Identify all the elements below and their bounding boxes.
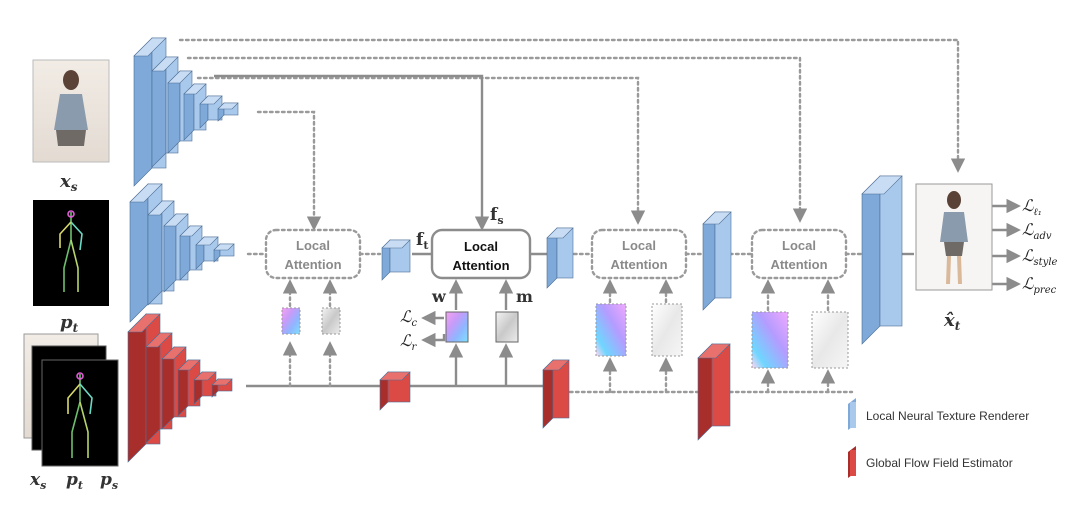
legend-estimator-swatch xyxy=(848,446,856,478)
legend-renderer-swatch xyxy=(848,398,856,430)
loss-prec: ℒprec xyxy=(1022,274,1057,296)
stack-label-ps: ps xyxy=(100,470,118,492)
legend-renderer-label: Local Neural Texture Renderer xyxy=(866,409,1029,423)
decoder-block-1 xyxy=(546,227,574,289)
svg-text:Attention: Attention xyxy=(452,258,509,273)
mask-center xyxy=(495,311,519,343)
svg-text:Local: Local xyxy=(296,238,330,253)
local-attention-center: Local Attention xyxy=(430,228,532,280)
w-label: w xyxy=(431,287,447,306)
flow-estimator-encoder xyxy=(127,313,233,463)
source-encoder xyxy=(133,37,239,187)
loss-l1: ℒℓ₁ xyxy=(1022,196,1042,218)
source-image-label: xs xyxy=(59,171,78,194)
decoder-block-2 xyxy=(702,211,732,311)
m-label: m xyxy=(516,287,533,306)
local-attention-3: Local Attention xyxy=(590,228,688,280)
flow-block-3 xyxy=(697,343,731,441)
pose-encoder-layer-4 xyxy=(179,225,203,281)
legend-estimator-label: Global Flow Field Estimator xyxy=(866,456,1013,470)
mask-3 xyxy=(651,303,683,357)
flow-field-3 xyxy=(595,303,627,357)
target-pose-label: pt xyxy=(60,312,79,335)
loss-style: ℒstyle xyxy=(1022,246,1058,268)
flow-field-4 xyxy=(751,311,789,369)
ft-label: ft xyxy=(416,230,429,252)
svg-text:Attention: Attention xyxy=(284,257,341,272)
output-label: x̂t xyxy=(943,310,961,333)
flow-encoder-layer-6 xyxy=(211,378,233,398)
feature-blocks xyxy=(379,175,903,441)
flow-field-1 xyxy=(281,307,301,335)
fs-label: fs xyxy=(490,205,504,227)
loss-c: ℒc xyxy=(400,307,418,329)
svg-text:Attention: Attention xyxy=(610,257,667,272)
stack-label-xs: xs xyxy=(29,470,46,492)
source-encoder-layer-6 xyxy=(217,102,239,122)
svg-text:Local: Local xyxy=(782,238,816,253)
decoder-block-output xyxy=(861,175,903,345)
loss-r: ℒr xyxy=(400,331,418,353)
local-attention-1: Local Attention xyxy=(264,228,362,280)
stack-label-pt: pt xyxy=(66,470,83,492)
loss-adv: ℒadv xyxy=(1022,220,1052,242)
local-attention-4: Local Attention xyxy=(750,228,848,280)
mask-4 xyxy=(811,311,849,369)
svg-text:Attention: Attention xyxy=(770,257,827,272)
output-image xyxy=(915,183,993,291)
flow-field-center xyxy=(445,311,469,343)
flow-block-1 xyxy=(379,371,411,411)
feature-ft-block xyxy=(381,239,411,281)
mask-1 xyxy=(321,307,341,335)
pose-encoder-layer-6 xyxy=(213,243,235,263)
pose-encoder xyxy=(129,183,235,323)
flow-block-2 xyxy=(542,359,570,429)
legend: Local Neural Texture Renderer Global Flo… xyxy=(848,398,1029,478)
target-pose-image xyxy=(33,200,109,306)
stacked-inputs xyxy=(23,333,119,467)
source-image xyxy=(32,59,110,163)
svg-text:Local: Local xyxy=(622,238,656,253)
connections xyxy=(178,38,1021,394)
svg-text:Local: Local xyxy=(464,239,498,254)
